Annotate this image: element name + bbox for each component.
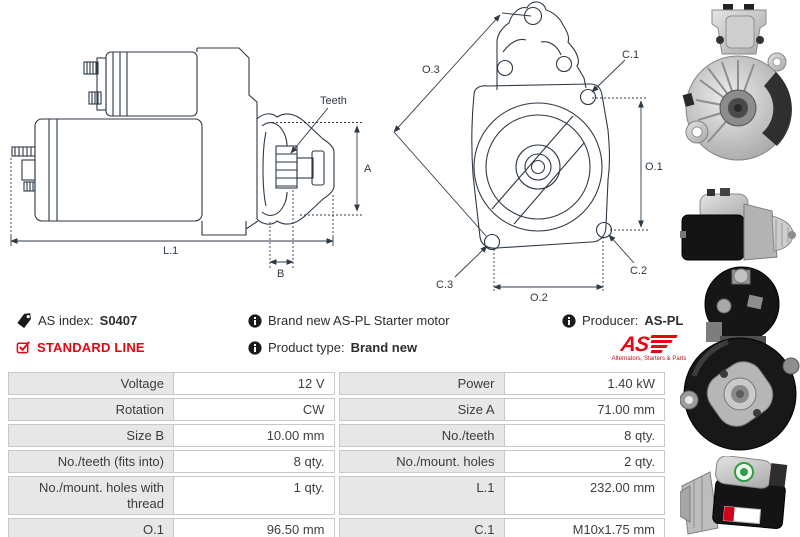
as-index-value: S0407 — [99, 312, 138, 328]
spec-label: Size A — [338, 398, 505, 421]
product-type-label: Product type: — [268, 340, 345, 355]
checkbox-checked-icon — [16, 341, 30, 354]
side-view-technical-drawing: Teeth A L.1 B — [10, 47, 372, 280]
dim-b-label: B — [277, 268, 284, 280]
as-pl-logo-tagline: Alternators, Starters & Parts — [611, 356, 687, 362]
brand-new-note: Brand new AS-PL Starter motor — [248, 313, 450, 328]
dim-l1-label: L.1 — [163, 245, 178, 257]
info-icon — [562, 313, 576, 328]
spec-value: 1.40 kW — [504, 372, 665, 395]
as-pl-logo-stripes-icon — [649, 335, 678, 355]
product-photo-front[interactable] — [680, 2, 800, 188]
spec-value: 2 qty. — [504, 450, 665, 473]
spec-label: C.1 — [338, 518, 505, 537]
spec-row: No./teeth (fits into) 8 qty. No./mount. … — [8, 450, 665, 473]
as-pl-logo: AS Alternators, Starters & Parts — [610, 333, 688, 362]
product-photo-side[interactable] — [680, 188, 800, 264]
spec-value: 12 V — [174, 372, 335, 395]
dim-c3-label: C.3 — [436, 279, 453, 291]
info-icon — [248, 340, 262, 355]
standard-line: STANDARD LINE — [16, 340, 145, 355]
dim-o1-label: O.1 — [645, 161, 663, 173]
spec-row: O.1 96.50 mm C.1 M10x1.75 mm — [8, 518, 665, 537]
as-index-label: AS index: — [38, 312, 94, 328]
dim-c1-label: C.1 — [622, 49, 639, 61]
spec-value: 71.00 mm — [504, 398, 665, 421]
as-pl-logo-text: AS — [619, 333, 651, 356]
dim-a-label: A — [364, 163, 372, 175]
spec-value: 8 qty. — [504, 424, 665, 447]
spec-value: 10.00 mm — [174, 424, 335, 447]
spec-label: L.1 — [338, 476, 505, 515]
spec-value: M10x1.75 mm — [504, 518, 665, 537]
spec-value: CW — [174, 398, 335, 421]
spec-label: No./mount. holes with thread — [8, 476, 174, 515]
dim-o3-label: O.3 — [422, 64, 440, 76]
spec-label: Power — [338, 372, 505, 395]
producer: Producer: AS-PL — [562, 313, 683, 328]
spec-label: No./teeth (fits into) — [8, 450, 174, 473]
producer-label: Producer: — [582, 313, 639, 328]
tag-icon — [17, 313, 31, 328]
brand-new-text: Brand new AS-PL Starter motor — [268, 313, 450, 328]
spec-value: 8 qty. — [174, 450, 335, 473]
product-type-value: Brand new — [350, 340, 418, 355]
spec-label: Voltage — [8, 372, 174, 395]
spec-row: No./mount. holes with thread 1 qty. L.1 … — [8, 476, 665, 515]
spec-row: Size B 10.00 mm No./teeth 8 qty. — [8, 424, 665, 447]
spec-label: Size B — [8, 424, 174, 447]
spec-value: 96.50 mm — [174, 518, 335, 537]
spec-label: No./mount. holes — [338, 450, 505, 473]
spec-value: 1 qty. — [174, 476, 335, 515]
info-icon — [248, 313, 262, 328]
as-index: AS index: S0407 — [16, 312, 137, 328]
producer-value: AS-PL — [644, 313, 684, 328]
spec-label: O.1 — [8, 518, 174, 537]
spec-label: Rotation — [8, 398, 174, 421]
teeth-label: Teeth — [320, 95, 347, 107]
dim-c2-label: C.2 — [630, 265, 647, 277]
front-view-technical-drawing: O.3 C.1 O.1 C.2 C.3 O.2 — [393, 1, 663, 304]
standard-line-label: STANDARD LINE — [37, 340, 145, 355]
product-photo-rear[interactable] — [680, 266, 800, 454]
spec-row: Rotation CW Size A 71.00 mm — [8, 398, 665, 421]
spec-value: 232.00 mm — [504, 476, 665, 515]
spec-label: No./teeth — [338, 424, 505, 447]
dim-o2-label: O.2 — [530, 292, 548, 304]
spec-row: Voltage 12 V Power 1.40 kW — [8, 372, 665, 395]
spec-table: Voltage 12 V Power 1.40 kW Rotation CW S… — [8, 372, 665, 537]
product-photo-angled[interactable] — [680, 456, 800, 537]
product-type: Product type: Brand new — [248, 340, 417, 355]
